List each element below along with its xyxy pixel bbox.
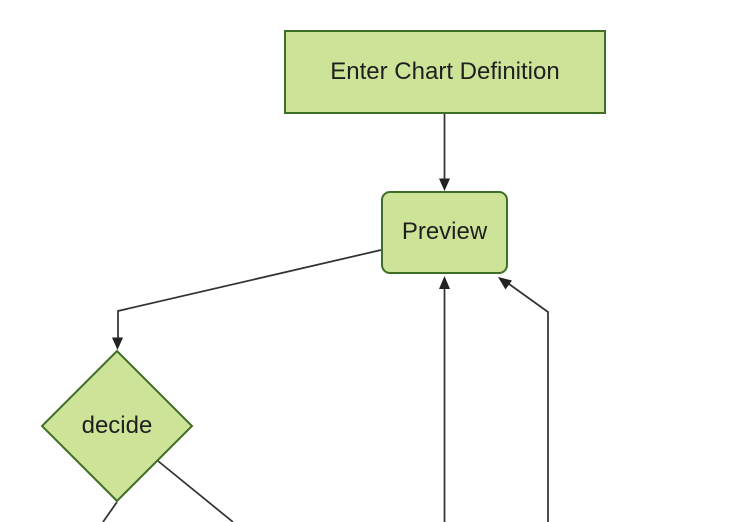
edge-decide-to-offscreen-right — [157, 460, 234, 522]
arrowhead-into-preview-corner — [498, 277, 512, 290]
arrowhead-into-preview-bottom — [439, 276, 450, 289]
flowchart-node-preview: Preview — [381, 191, 508, 274]
node-label-preview: Preview — [401, 218, 488, 246]
edge-decide-to-offscreen-bottom — [102, 501, 118, 522]
edge-preview-to-decide — [117, 249, 382, 338]
arrowhead-into-decide-top — [112, 337, 123, 350]
edge-offscreen-to-preview-corner — [508, 283, 549, 522]
node-label-enter-chart-definition: Enter Chart Definition — [330, 57, 560, 85]
node-label-decide: decide — [81, 411, 153, 439]
flowchart-node-enter-chart-definition: Enter Chart Definition — [284, 30, 606, 114]
arrowhead-into-preview-top — [439, 178, 450, 191]
